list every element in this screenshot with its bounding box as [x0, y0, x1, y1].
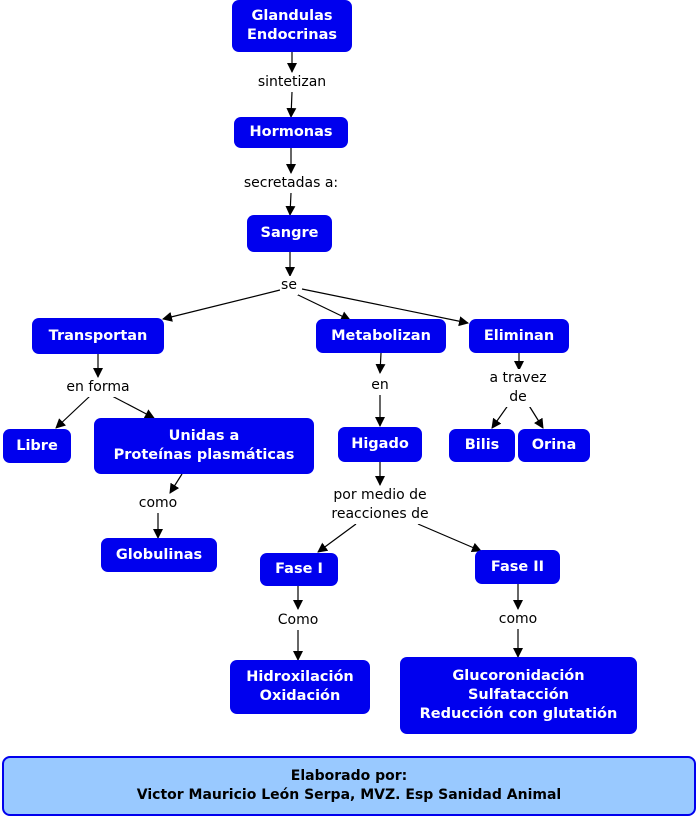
- node-bilis[interactable]: Bilis: [449, 429, 515, 462]
- node-globulinas[interactable]: Globulinas: [101, 538, 217, 572]
- node-glandulas-endocrinas[interactable]: Glandulas Endocrinas: [232, 0, 352, 52]
- line-pormedio-fase1: [317, 523, 357, 553]
- line-enforma-unidas: [111, 395, 155, 419]
- link-label-por-medio: por medio de reacciones de: [330, 486, 430, 524]
- node-fase-i[interactable]: Fase I: [260, 553, 338, 586]
- node-metabolizan[interactable]: Metabolizan: [316, 319, 446, 353]
- node-fase-ii[interactable]: Fase II: [475, 550, 560, 584]
- link-label-en-forma: en forma: [65, 378, 131, 397]
- line-se-transportan: [162, 289, 281, 322]
- link-label-a-travez: a travez de: [488, 369, 548, 407]
- link-label-como-fase2: como: [497, 610, 539, 629]
- node-transportan[interactable]: Transportan: [32, 318, 164, 354]
- line-se-eliminan: [301, 288, 469, 327]
- node-eliminan[interactable]: Eliminan: [469, 319, 569, 353]
- line-unidas-como: [169, 473, 183, 494]
- line-atravez-orina: [527, 403, 544, 429]
- node-sangre[interactable]: Sangre: [247, 215, 332, 252]
- line-atravez-bilis: [491, 403, 510, 429]
- line-enforma-libre: [55, 395, 91, 429]
- line-se-metabolizan: [293, 292, 351, 321]
- node-glucoronidacion-sulfatacion-reduccion[interactable]: Glucoronidación Sulfatacción Reducción c…: [400, 657, 637, 734]
- node-hidroxilacion-oxidacion[interactable]: Hidroxilación Oxidación: [230, 660, 370, 714]
- author-credit-box: Elaborado por: Victor Mauricio León Serp…: [2, 756, 696, 816]
- node-orina[interactable]: Orina: [518, 429, 590, 462]
- link-label-se: se: [280, 276, 298, 295]
- node-hormonas[interactable]: Hormonas: [234, 117, 348, 148]
- line-metabolizan-en: [375, 352, 386, 374]
- link-label-sintetizan: sintetizan: [256, 73, 328, 92]
- line-secretadas-sangre: [285, 192, 296, 216]
- node-libre[interactable]: Libre: [3, 429, 71, 463]
- link-label-como-fase1: Como: [276, 611, 320, 630]
- link-label-secretadas: secretadas a:: [242, 174, 340, 193]
- line-sintetizan-hormonas: [286, 91, 297, 118]
- link-label-en: en: [370, 376, 390, 395]
- node-higado[interactable]: Higado: [338, 427, 422, 462]
- node-unidas-proteinas[interactable]: Unidas a Proteínas plasmáticas: [94, 418, 314, 474]
- link-label-como-unidas: como: [137, 494, 179, 513]
- line-pormedio-fase2: [417, 523, 482, 553]
